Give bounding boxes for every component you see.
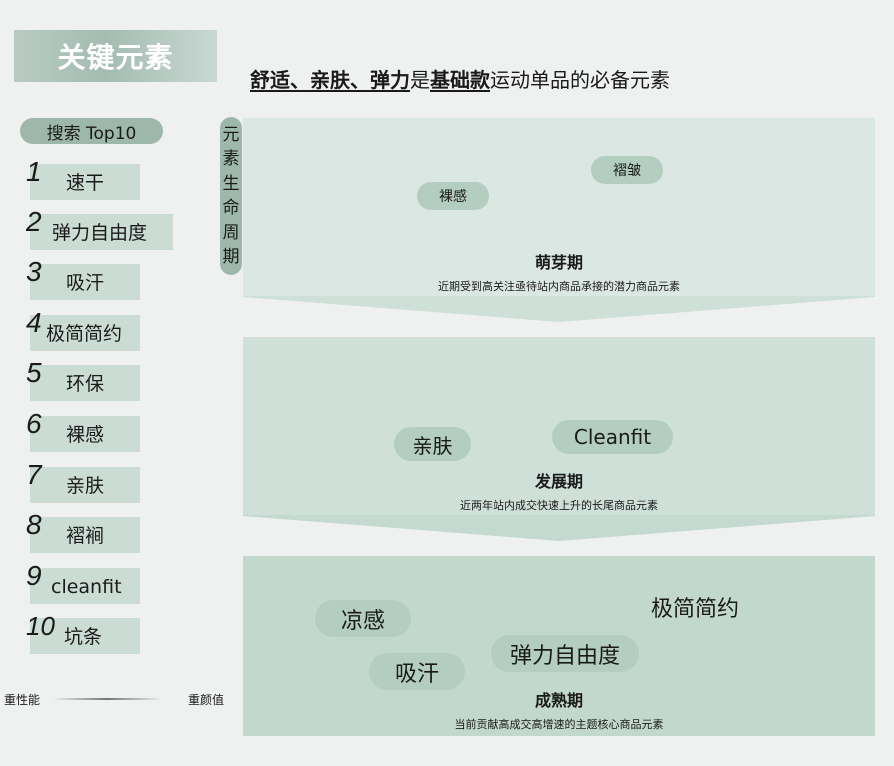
rank-box [30, 568, 140, 604]
tag-label: 吸汗 [394, 661, 439, 687]
tag-label: 弹力自由度 [509, 643, 620, 669]
rank-label: 速干 [66, 172, 105, 194]
rank-label: 裸感 [66, 424, 105, 446]
rank-number: 9 [26, 560, 42, 591]
lifecycle-char: 生 [222, 173, 240, 194]
rank-box [30, 467, 140, 503]
rank-number: 10 [26, 611, 55, 641]
scale-label-appearance: 重颜值 [188, 693, 225, 707]
stage-developing: 亲肤 Cleanfit 发展期 近两年站内成交快速上升的长尾商品元素 [243, 337, 875, 542]
rank-number: 6 [26, 408, 42, 439]
rank-label: 褶裥 [66, 525, 105, 547]
rank-number: 8 [26, 509, 42, 540]
stage-sprouting: 裸感 褶皱 萌芽期 近期受到高关注亟待站内商品承接的潜力商品元素 [243, 118, 875, 323]
headline-emphasis-1: 舒适、亲肤、弹力 [250, 68, 410, 92]
tag-skin-friendly: 亲肤 [394, 427, 471, 461]
search-top10-label: 搜索 Top10 [20, 118, 163, 144]
lifecycle-char: 期 [222, 247, 240, 267]
rank-box [30, 315, 140, 351]
rank-label: 弹力自由度 [52, 222, 148, 244]
stage-description: 当前贡献高成交高增速的主题核心商品元素 [454, 718, 664, 731]
stage-arrow [243, 296, 875, 322]
stage-title: 发展期 [534, 472, 583, 491]
rank-number: 5 [26, 357, 42, 388]
rank-label: 极简简约 [46, 323, 123, 345]
stage-mature: 凉感 极简简约 弹力自由度 吸汗 成熟期 当前贡献高成交高增速的主题核心商品元素 [243, 556, 875, 736]
tag-sweat-absorbing: 吸汗 [369, 653, 465, 690]
headline-connector: 是 [410, 68, 430, 92]
tag-label: 亲肤 [412, 433, 453, 458]
rank-box [30, 517, 140, 553]
lifecycle-char: 元 [222, 124, 240, 145]
rank-number: 1 [26, 156, 42, 187]
lifecycle-char: 素 [222, 149, 240, 169]
rank-number: 7 [26, 459, 42, 490]
rank-number: 3 [26, 256, 42, 287]
stage-title: 萌芽期 [534, 253, 583, 272]
tag-label: 裸感 [439, 189, 467, 205]
rank-box [30, 416, 140, 452]
stage-panel [243, 118, 875, 296]
tag-label: 褶皱 [613, 163, 641, 179]
section-title-badge: 关键元素 [14, 30, 217, 82]
search-top10-text: 搜索 Top10 [46, 123, 137, 144]
rank-label: 吸汗 [66, 272, 105, 294]
tag-stretch-freedom: 弹力自由度 [491, 635, 639, 672]
tag-label: Cleanfit [573, 425, 652, 449]
section-title: 关键元素 [57, 41, 174, 74]
stage-description: 近两年站内成交快速上升的长尾商品元素 [460, 499, 658, 512]
rank-box [30, 618, 140, 654]
rank-box [30, 214, 173, 250]
rank-number: 4 [26, 307, 42, 338]
scale-gradient-line [52, 698, 162, 700]
rank-box [30, 365, 140, 401]
tag-label: 凉感 [340, 608, 385, 634]
scale-label-performance: 重性能 [4, 693, 41, 707]
lifecycle-vertical-label: 元 素 生 命 周 期 [220, 117, 242, 275]
rank-box [30, 264, 140, 300]
rank-box [30, 164, 140, 200]
tag-pleats: 褶皱 [591, 156, 663, 184]
rank-number: 2 [26, 206, 42, 237]
rank-label: 坑条 [64, 626, 103, 648]
headline-rest: 运动单品的必备元素 [490, 68, 670, 92]
rank-label: 亲肤 [66, 475, 105, 497]
headline: 舒适、亲肤、弹力是基础款运动单品的必备元素 [250, 64, 670, 93]
lifecycle-char: 命 [222, 198, 240, 218]
stage-arrow [243, 515, 875, 541]
stage-description: 近期受到高关注亟待站内商品承接的潜力商品元素 [438, 280, 680, 293]
tag-cool-feel: 凉感 [315, 600, 411, 637]
tag-minimalist: 极简简约 [629, 588, 761, 625]
lifecycle-char: 周 [222, 222, 240, 243]
stage-title: 成熟期 [534, 691, 583, 710]
rank-label: 环保 [66, 373, 105, 395]
tag-nude-feel: 裸感 [417, 182, 489, 210]
rank-label: cleanfit [51, 576, 122, 598]
headline-emphasis-2: 基础款 [430, 68, 490, 92]
tag-label: 极简简约 [650, 596, 739, 622]
tag-cleanfit: Cleanfit [552, 420, 673, 454]
